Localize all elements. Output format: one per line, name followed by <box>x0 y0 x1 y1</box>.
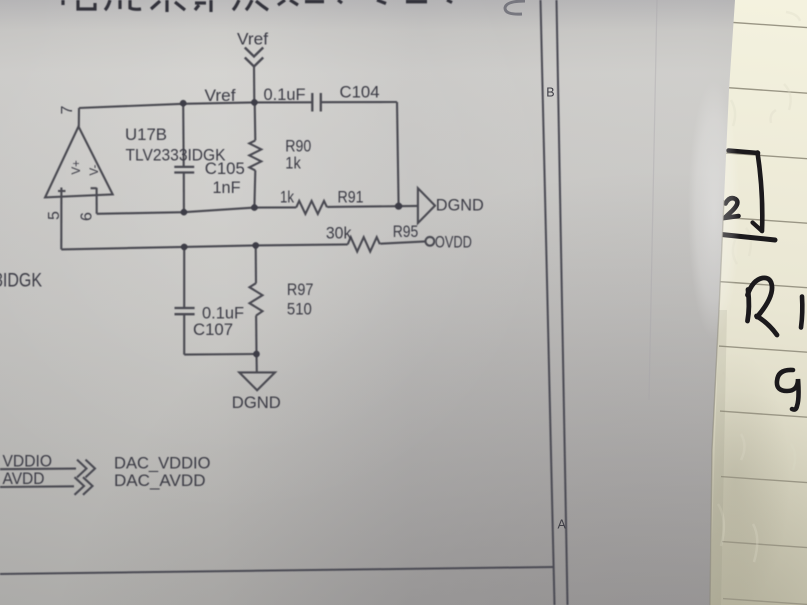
svg-text:1k: 1k <box>285 154 301 173</box>
svg-text:0.1uF: 0.1uF <box>202 304 244 323</box>
svg-text:5: 5 <box>46 211 63 220</box>
svg-text:DAC_AVDD: DAC_AVDD <box>114 471 206 490</box>
svg-text:7: 7 <box>59 106 76 115</box>
svg-text:C105: C105 <box>205 159 245 178</box>
svg-text:VDDIO: VDDIO <box>3 452 53 471</box>
svg-text:TLV2333IDGK: TLV2333IDGK <box>126 146 227 165</box>
svg-text:1nF: 1nF <box>213 178 241 197</box>
svg-text:R97: R97 <box>287 280 314 299</box>
svg-text:DGND: DGND <box>232 393 281 412</box>
svg-text:6: 6 <box>79 212 96 221</box>
svg-text:510: 510 <box>287 300 312 319</box>
svg-text:DAC_VDDIO: DAC_VDDIO <box>114 454 211 473</box>
svg-text:1k: 1k <box>280 188 294 207</box>
svg-text:R91: R91 <box>338 188 364 207</box>
svg-text:C107: C107 <box>193 320 233 339</box>
svg-text:V-: V- <box>89 164 101 175</box>
svg-text:B: B <box>546 86 554 100</box>
svg-text:C104: C104 <box>340 83 380 102</box>
svg-text:A: A <box>558 518 567 532</box>
svg-text:OVDD: OVDD <box>435 233 472 252</box>
svg-text:3IDGK: 3IDGK <box>0 271 42 292</box>
svg-text:U17B: U17B <box>125 125 167 144</box>
svg-text:R95: R95 <box>393 222 419 241</box>
svg-text:0.1uF: 0.1uF <box>264 85 306 104</box>
svg-text:V+: V+ <box>71 160 83 175</box>
svg-text:Vref: Vref <box>237 30 268 49</box>
svg-text:Vref: Vref <box>205 86 236 105</box>
svg-text:AVDD: AVDD <box>3 469 45 488</box>
svg-text:30k: 30k <box>326 224 352 243</box>
svg-text:R90: R90 <box>285 137 311 156</box>
svg-text:DGND: DGND <box>436 196 484 215</box>
